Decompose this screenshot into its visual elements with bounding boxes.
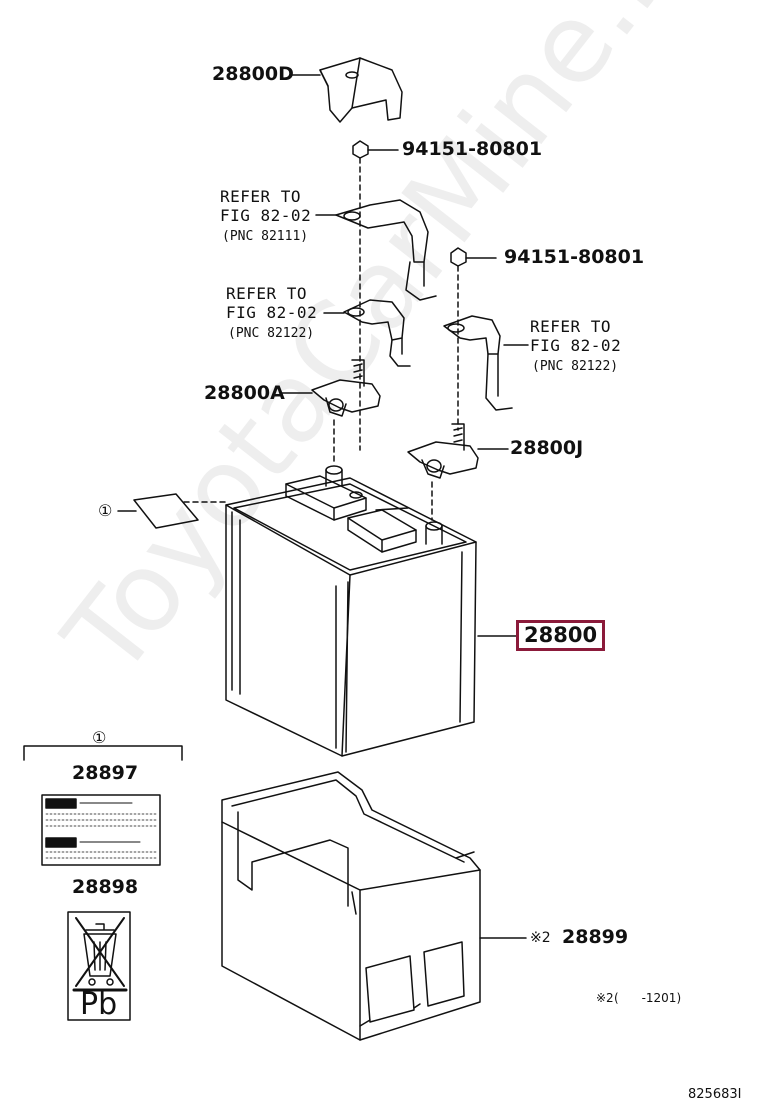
clamp-j-drawing	[407, 423, 479, 479]
refer-a-line1: REFER TO	[220, 187, 302, 206]
pb-symbol: Pb	[80, 987, 118, 1022]
label-circle-marker: ①	[98, 501, 113, 520]
caution-bracket	[23, 745, 183, 761]
part-number-caution-label[interactable]: 28897	[72, 762, 139, 784]
refer-a-line3: (PNC 82111)	[222, 229, 309, 244]
clamp-a-drawing	[311, 359, 381, 417]
cable-82111-drawing	[335, 199, 437, 301]
part-number-recycle-label[interactable]: 28898	[72, 876, 139, 898]
refer-b-line2[interactable]: FIG 82-02	[226, 303, 318, 322]
battery-drawing	[225, 465, 477, 757]
refer-a-line2[interactable]: FIG 82-02	[220, 206, 312, 225]
part-number-tray[interactable]: 28899	[562, 926, 629, 948]
part-number-nut-lower[interactable]: 94151-80801	[504, 246, 645, 268]
footnote-mark: ※2	[596, 991, 614, 1005]
figure-id: 825683I	[688, 1087, 742, 1102]
part-number-nut-upper[interactable]: 94151-80801	[402, 138, 543, 160]
refer-c-line1: REFER TO	[530, 317, 612, 336]
refer-b-line1: REFER TO	[226, 284, 308, 303]
nut-upper-drawing	[352, 140, 369, 451]
refer-c-line2[interactable]: FIG 82-02	[530, 336, 622, 355]
refer-b-line3: (PNC 82122)	[228, 326, 315, 341]
recycle-label-drawing	[67, 911, 131, 1021]
terminal-cover-drawing	[319, 57, 403, 123]
tray-note-mark: ※2	[530, 930, 551, 946]
caution-group-circle: ①	[92, 728, 107, 747]
part-number-clamp-a[interactable]: 28800A	[204, 382, 285, 404]
footnote-range: ( -1201)	[614, 991, 682, 1005]
nut-lower-drawing	[450, 247, 467, 431]
label-sticker-drawing	[133, 493, 199, 529]
part-number-battery[interactable]: 28800	[516, 620, 606, 651]
refer-c-line3: (PNC 82122)	[532, 359, 619, 374]
caution-label-drawing	[41, 794, 161, 866]
part-number-terminal-cover[interactable]: 28800D	[212, 63, 294, 85]
cable-82122-right-drawing	[443, 315, 513, 411]
cable-82122-mid-drawing	[343, 299, 411, 367]
part-number-clamp-j[interactable]: 28800J	[510, 437, 584, 459]
battery-tray-drawing	[221, 771, 481, 1041]
